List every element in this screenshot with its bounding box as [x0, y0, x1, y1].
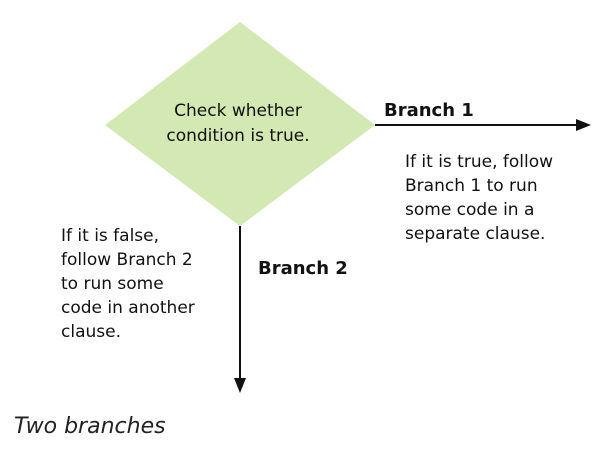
decision-diamond — [105, 22, 375, 226]
branch-1-label: Branch 1 — [384, 100, 474, 121]
branch-2-arrowhead — [234, 378, 246, 393]
decision-text: Check whether condition is true. — [166, 101, 310, 146]
branch-1-description: If it is true, follow Branch 1 to run so… — [405, 152, 554, 244]
branch-1-arrow — [375, 119, 591, 131]
branch-2-arrow — [234, 226, 246, 393]
branch-2-label: Branch 2 — [258, 258, 348, 279]
branch-2-description: If it is false, follow Branch 2 to run s… — [61, 226, 195, 342]
figure-caption: Two branches — [14, 414, 166, 439]
branch-1-arrowhead — [576, 119, 591, 131]
